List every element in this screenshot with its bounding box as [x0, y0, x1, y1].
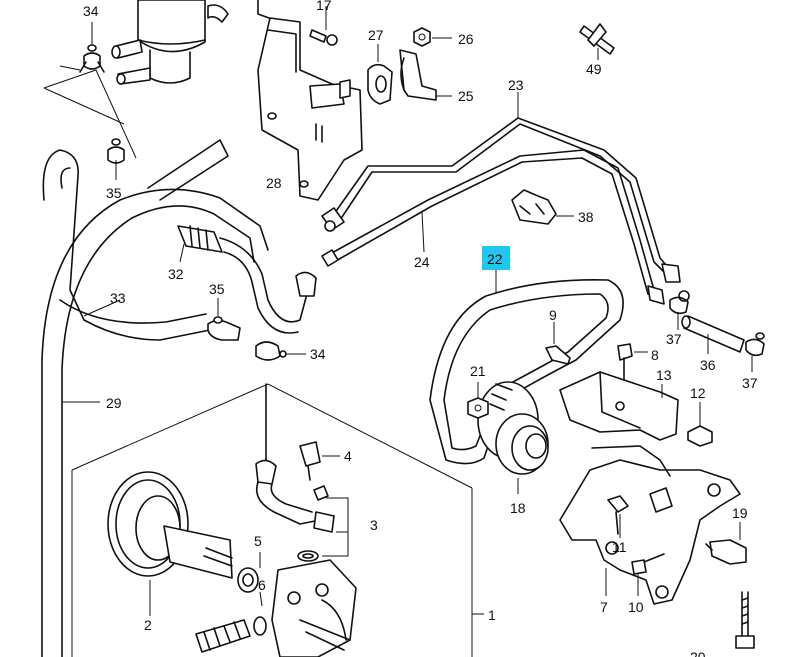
callout-6: 6: [258, 577, 266, 593]
callout-37-b: 37: [742, 375, 758, 391]
callout-12: 12: [690, 385, 706, 401]
pump-housing: [195, 552, 357, 657]
clip-38: [511, 189, 574, 225]
callout-34-lower: 34: [310, 346, 326, 362]
callout-20: 20: [690, 649, 706, 657]
callout-49: 49: [586, 61, 602, 77]
callout-26: 26: [458, 31, 474, 47]
callout-28: 28: [266, 175, 282, 191]
nut-21: [467, 382, 489, 419]
bolt-20: [735, 591, 755, 649]
pipe-fitting-right: [647, 263, 690, 305]
callout-17: 17: [316, 0, 332, 13]
callout-7: 7: [600, 599, 608, 615]
callout-29: 29: [106, 395, 122, 411]
hose-33: [42, 139, 229, 341]
callout-5: 5: [254, 533, 262, 549]
callout-4: 4: [344, 448, 352, 464]
callout-labels: 34 17 27 26 49 25 23 35 28 38 24 22 32 3…: [83, 0, 758, 657]
tensioner-bracket-13: [559, 371, 679, 441]
pump-bracket-7: [559, 445, 741, 605]
pipe-24: [329, 149, 655, 295]
bolt-9: [545, 322, 571, 365]
callout-11: 11: [612, 539, 627, 555]
callout-9: 9: [549, 307, 557, 323]
pulley-18: [477, 381, 549, 494]
hose-32: [177, 225, 317, 334]
callout-38: 38: [578, 209, 594, 225]
callout-35-top: 35: [106, 185, 122, 201]
pressure-switch-4: [299, 441, 340, 481]
clamp-37-b: [745, 332, 765, 372]
callout-3: 3: [370, 517, 378, 533]
highlight-box-22: [482, 246, 510, 270]
drive-belt-22: [429, 270, 624, 465]
bracket-25: [399, 49, 452, 101]
callout-37-a: 37: [666, 331, 682, 347]
callout-1: 1: [488, 607, 496, 623]
pipe-fitting-left: [321, 207, 345, 267]
pulley-2: [107, 471, 233, 616]
callout-23: 23: [508, 77, 524, 93]
nut-26: [413, 27, 452, 47]
steering-gear-inset: [71, 383, 484, 657]
callout-27: 27: [368, 27, 384, 43]
clamp-37-a: [669, 296, 689, 330]
callout-22: 22: [487, 251, 503, 267]
hose-clamp-35-lower: [207, 298, 241, 341]
bolt-10: [631, 553, 665, 596]
hose-clamp-34-lower: [255, 341, 306, 361]
callout-25: 25: [458, 88, 474, 104]
bolt-8: [617, 343, 648, 381]
reservoir-tank: [111, 0, 281, 85]
callout-19: 19: [732, 505, 748, 521]
callout-34-top: 34: [83, 3, 99, 19]
callout-35-lower: 35: [209, 281, 225, 297]
bolt-12: [687, 402, 713, 447]
hose-clamp-34-top: [79, 22, 105, 73]
callout-33: 33: [110, 290, 126, 306]
callout-10: 10: [628, 599, 644, 615]
callout-18: 18: [510, 500, 526, 516]
callout-36: 36: [700, 357, 716, 373]
bolt-11: [607, 495, 629, 538]
callout-8: 8: [651, 347, 659, 363]
pipe-36: [681, 315, 745, 354]
mounting-bracket-28: [257, 17, 363, 201]
hose-29: [41, 188, 269, 657]
pipe-23: [333, 92, 673, 277]
sensor-19: [705, 522, 747, 565]
hose-clamp-35-top: [107, 138, 125, 180]
callout-24: 24: [414, 254, 430, 270]
callout-32: 32: [168, 266, 184, 282]
callout-21: 21: [470, 363, 486, 379]
pin-49: [579, 23, 615, 60]
bolt-17: [309, 6, 338, 46]
callout-2: 2: [144, 617, 152, 633]
return-pipe-3: [255, 383, 349, 562]
grommet-27: [367, 44, 393, 105]
callout-13: 13: [656, 367, 672, 383]
